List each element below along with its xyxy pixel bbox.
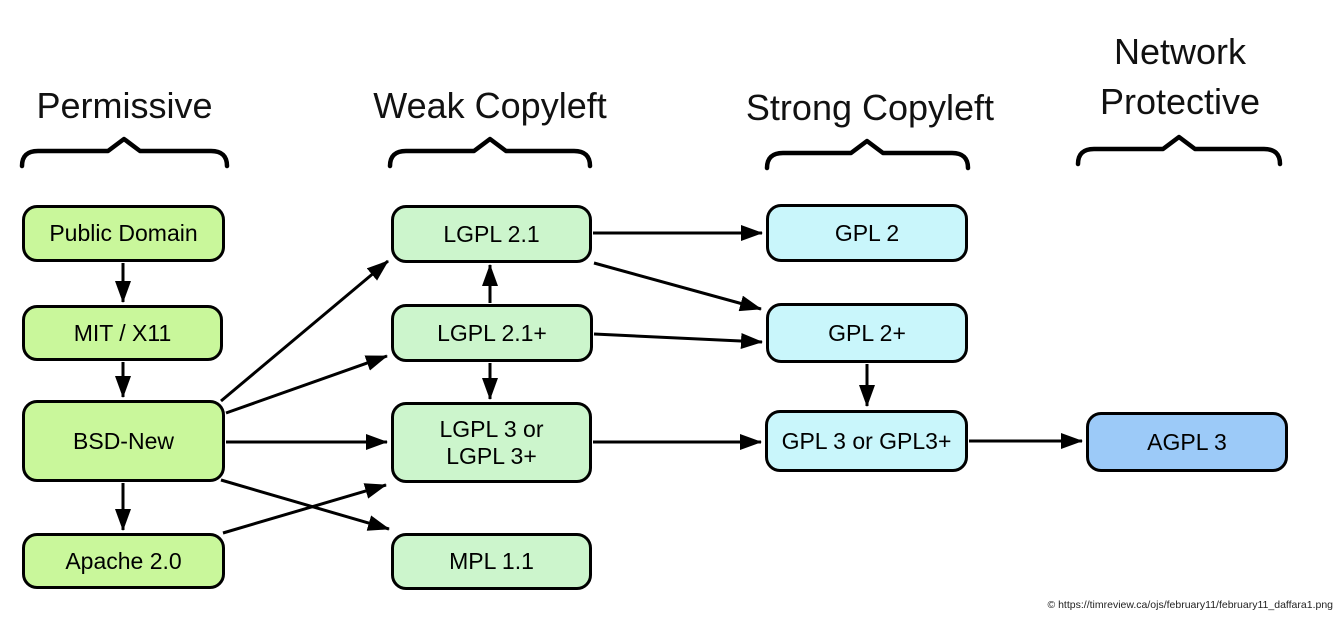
category-header-permissive: Permissive (36, 85, 213, 126)
node-public-domain: Public Domain (22, 205, 225, 262)
brace-weak-copyleft (387, 136, 593, 169)
arrow-bsd-new-to-mpl-11 (220, 478, 390, 531)
node-lgpl-3: LGPL 3 or LGPL 3+ (391, 402, 592, 483)
node-apache-20: Apache 2.0 (22, 533, 225, 589)
category-header-strong-copyleft: Strong Copyleft (745, 87, 995, 128)
node-gpl-2: GPL 2 (766, 204, 968, 262)
node-gpl-2-plus: GPL 2+ (766, 303, 968, 363)
brace-strong-copyleft (764, 138, 971, 171)
arrow-lgpl-21-to-gpl-2-plus (593, 261, 762, 312)
node-mit-x11: MIT / X11 (22, 305, 223, 361)
category-header-weak-copyleft: Weak Copyleft (373, 85, 607, 126)
node-agpl-3: AGPL 3 (1086, 412, 1288, 472)
brace-network-protective (1075, 134, 1283, 167)
arrow-bsd-new-to-lgpl-21-plus (225, 354, 388, 415)
node-bsd-new: BSD-New (22, 400, 225, 482)
arrow-bsd-new-to-lgpl-21 (220, 259, 389, 403)
brace-permissive (19, 136, 230, 169)
arrow-lgpl-21-plus-to-gpl-2-plus (593, 332, 763, 349)
arrow-apache-20-to-lgpl-3 (222, 483, 387, 535)
node-mpl-11: MPL 1.1 (391, 533, 592, 590)
category-header-network-protective: Network Protective (1099, 31, 1261, 122)
node-gpl-3: GPL 3 or GPL3+ (765, 410, 968, 472)
source-caption: © https://timreview.ca/ojs/february11/fe… (1047, 599, 1333, 611)
node-lgpl-21-plus: LGPL 2.1+ (391, 304, 593, 362)
node-lgpl-21: LGPL 2.1 (391, 205, 592, 263)
